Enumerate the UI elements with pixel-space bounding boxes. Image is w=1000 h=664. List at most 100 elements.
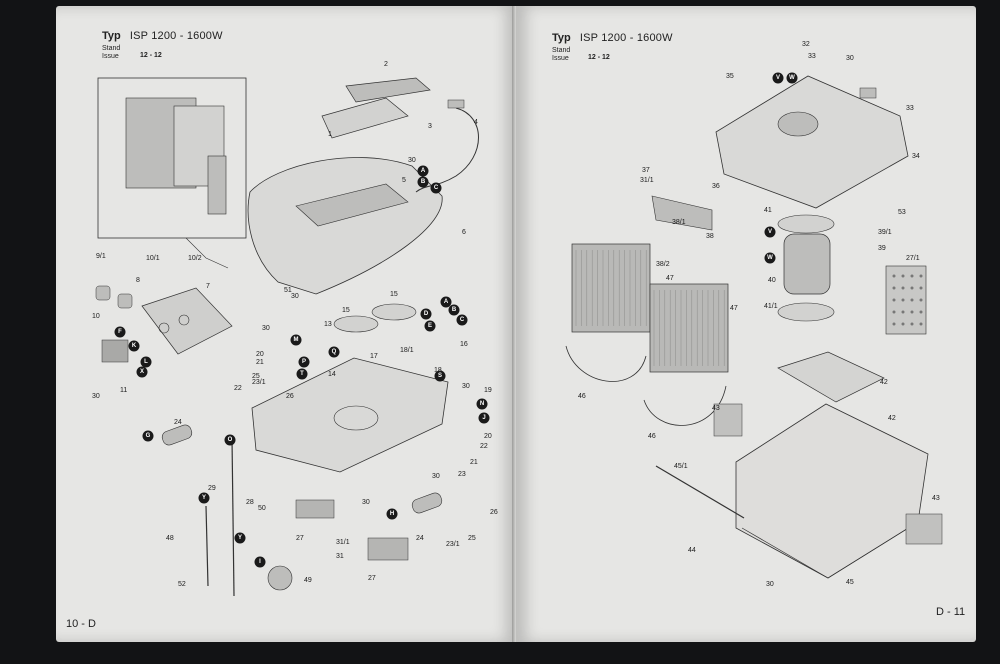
flat-filter-part bbox=[571, 243, 651, 333]
part-label-26: 26 bbox=[286, 393, 294, 400]
filter-strap-part bbox=[565, 345, 647, 382]
rod-part bbox=[205, 505, 209, 587]
part-label-31: 31 bbox=[336, 553, 344, 560]
marker-s: S bbox=[438, 373, 442, 379]
marker-k-circle bbox=[128, 340, 140, 352]
part-label-43: 43 bbox=[932, 495, 940, 502]
issue-label: Issue bbox=[552, 55, 569, 62]
part-label-35: 35 bbox=[726, 73, 734, 80]
foam-mat-hole bbox=[910, 310, 914, 314]
marker-w: W bbox=[767, 255, 773, 261]
part-label-34: 34 bbox=[912, 153, 920, 160]
marker-x-circle bbox=[136, 366, 148, 378]
marker-f-circle bbox=[114, 326, 126, 338]
part-label-32: 32 bbox=[802, 41, 810, 48]
marker-y: Y bbox=[238, 535, 242, 541]
marker-a-circle bbox=[417, 165, 429, 177]
part-label-16: 16 bbox=[460, 341, 468, 348]
part-label-15: 15 bbox=[342, 307, 350, 314]
filter-strap-part bbox=[643, 385, 727, 426]
marker-y-circle bbox=[234, 532, 246, 544]
part-label-33: 33 bbox=[906, 105, 914, 112]
marker-b-circle bbox=[448, 304, 460, 316]
part-label-29: 29 bbox=[208, 485, 216, 492]
marker-t-circle bbox=[296, 368, 308, 380]
part-label-22: 22 bbox=[234, 385, 242, 392]
part-label-48: 48 bbox=[166, 535, 174, 542]
part-label-38: 38 bbox=[706, 233, 714, 240]
lid-fan-cover bbox=[777, 111, 819, 137]
pump-part bbox=[267, 565, 293, 591]
panel-knob-hole bbox=[158, 322, 170, 334]
part-label-30: 30 bbox=[262, 325, 270, 332]
stand-issue-labels: Stand Issue bbox=[552, 47, 570, 63]
part-label-30: 30 bbox=[408, 157, 416, 164]
part-label-39-1: 39/1 bbox=[878, 229, 892, 236]
panel-knob-hole bbox=[178, 314, 190, 326]
solenoid-part bbox=[161, 424, 193, 446]
page-number: D - 11 bbox=[936, 606, 966, 618]
issue-label: Issue bbox=[102, 53, 119, 60]
model-name: ISP 1200 - 1600W bbox=[129, 30, 223, 42]
gasket-part bbox=[777, 302, 835, 322]
part-label-20: 20 bbox=[256, 351, 264, 358]
marker-q: Q bbox=[332, 349, 337, 355]
part-label-27: 27 bbox=[296, 535, 304, 542]
power-cord bbox=[415, 107, 479, 193]
foam-mat-hole bbox=[901, 322, 905, 326]
part-label-38-2: 38/2 bbox=[656, 261, 670, 268]
part-label-37: 37 bbox=[642, 167, 650, 174]
marker-e-circle bbox=[424, 320, 436, 332]
foam-mat-hole bbox=[919, 322, 923, 326]
marker-w-circle bbox=[786, 72, 798, 84]
type-label: Typ bbox=[552, 32, 571, 44]
lid-hinge bbox=[859, 87, 877, 99]
marker-e: E bbox=[428, 323, 432, 329]
marker-q-circle bbox=[328, 346, 340, 358]
filter-pad-part bbox=[371, 303, 417, 321]
part-label-46: 46 bbox=[648, 433, 656, 440]
part-label-41-1: 41/1 bbox=[764, 303, 778, 310]
marker-l-circle bbox=[140, 356, 152, 368]
part-label-45: 45 bbox=[846, 579, 854, 586]
marker-a: A bbox=[444, 299, 449, 305]
part-label-21: 21 bbox=[256, 359, 264, 366]
foam-mat-hole bbox=[901, 310, 905, 314]
marker-v-circle bbox=[764, 226, 776, 238]
part-label-27: 27 bbox=[368, 575, 376, 582]
marker-b: B bbox=[421, 179, 426, 185]
marker-v: V bbox=[768, 229, 772, 235]
part-label-41: 41 bbox=[764, 207, 772, 214]
part-label-26: 26 bbox=[490, 509, 498, 516]
part-label-25: 25 bbox=[252, 373, 260, 380]
right-page: Typ ISP 1200 - 1600W Stand Issue 12 - 12… bbox=[516, 6, 976, 642]
knob-part bbox=[95, 285, 111, 301]
foam-mat-hole bbox=[919, 298, 923, 302]
marker-y-circle bbox=[198, 492, 210, 504]
inner-tub-part bbox=[777, 351, 885, 403]
part-label-7: 7 bbox=[206, 283, 210, 290]
left-header: Typ ISP 1200 - 1600W bbox=[102, 30, 223, 42]
marker-s-circle bbox=[434, 370, 446, 382]
marker-g: G bbox=[146, 433, 151, 439]
marker-d: D bbox=[424, 311, 429, 317]
solenoid-part bbox=[411, 492, 443, 514]
part-label-4: 4 bbox=[474, 119, 478, 126]
stand-issue-labels: Stand Issue bbox=[102, 45, 120, 61]
part-label-19: 19 bbox=[484, 387, 492, 394]
marker-b: B bbox=[452, 307, 457, 313]
marker-f: F bbox=[118, 329, 122, 335]
page-number: 10 - D bbox=[66, 618, 96, 630]
part-label-14: 14 bbox=[328, 371, 336, 378]
lid-part bbox=[715, 75, 909, 209]
part-label-30: 30 bbox=[766, 581, 774, 588]
part-label-23-1: 23/1 bbox=[252, 379, 266, 386]
filter-pad-part bbox=[333, 315, 379, 333]
control-panel-part bbox=[141, 287, 233, 355]
part-label-23-1: 23/1 bbox=[446, 541, 460, 548]
motor-seat bbox=[333, 405, 379, 431]
marker-i-circle bbox=[254, 556, 266, 568]
bracket-part bbox=[207, 155, 227, 215]
foam-mat-hole bbox=[892, 298, 896, 302]
container-base-edge bbox=[741, 521, 919, 579]
